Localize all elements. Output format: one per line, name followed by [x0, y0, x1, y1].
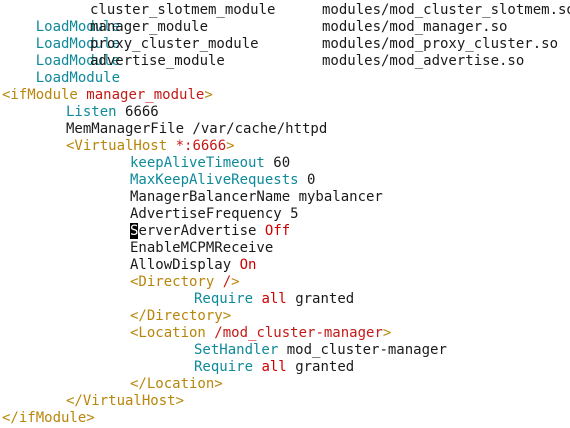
- location-close-tag: </Location>: [130, 376, 223, 392]
- server-advertise-keyword: erverAdvertise: [138, 223, 257, 239]
- load-module-keyword: LoadModule: [35, 19, 121, 35]
- directory-open-tag: <Directory: [130, 274, 215, 290]
- vhost-open-tag: <VirtualHost: [66, 138, 168, 154]
- require-value: granted: [295, 359, 355, 375]
- sethandler-line: SetHandler mod_cluster-manager: [194, 342, 447, 359]
- enable-mcpm-line: EnableMCPMReceive: [130, 240, 273, 257]
- require-keyword: Require: [194, 359, 254, 375]
- require-line: Require all granted: [194, 291, 354, 308]
- advfreq-line: AdvertiseFrequency 5: [130, 206, 299, 223]
- location-arg: /mod_cluster-manager: [214, 325, 383, 341]
- listen-keyword: Listen: [66, 104, 117, 120]
- module-name: proxy_cluster_module: [90, 36, 259, 52]
- ifmodule-bracket: >: [204, 87, 213, 103]
- ifmodule-arg: manager_module: [86, 87, 205, 103]
- ifmodule-close-line: </ifModule>: [2, 410, 95, 427]
- require-all: all: [261, 359, 287, 375]
- maxkeep-value: 0: [307, 172, 316, 188]
- maxkeep-line: MaxKeepAliveRequests 0: [130, 172, 315, 189]
- require-value: granted: [295, 291, 355, 307]
- maxkeep-keyword: MaxKeepAliveRequests: [130, 172, 299, 188]
- load-module-line: LoadModule: [2, 36, 120, 69]
- allow-display-keyword: AllowDisplay: [130, 257, 232, 273]
- balancer-text: ManagerBalancerName mybalancer: [130, 189, 383, 205]
- require-all: all: [261, 291, 287, 307]
- location-close-line: </Location>: [130, 376, 223, 393]
- allow-display-line: AllowDisplay On: [130, 257, 256, 274]
- vhost-arg: *:6666: [175, 138, 227, 154]
- load-module-keyword: LoadModule: [35, 36, 121, 52]
- vhost-close-line: </VirtualHost>: [66, 393, 184, 410]
- module-name: manager_module: [90, 19, 209, 35]
- directory-close-tag: </Directory>: [130, 308, 232, 324]
- load-module-line: LoadModule: [2, 53, 120, 86]
- directory-bracket: >: [231, 274, 240, 290]
- listen-line: Listen 6666: [66, 104, 159, 121]
- directory-arg: /: [222, 274, 232, 290]
- module-path: modules/mod_cluster_slotmem.so: [322, 2, 570, 18]
- keepalive-value: 60: [273, 155, 291, 171]
- listen-value: 6666: [125, 104, 159, 120]
- text-cursor[interactable]: S: [130, 223, 139, 239]
- keepalive-keyword: keepAliveTimeout: [130, 155, 265, 171]
- vhost-bracket: >: [226, 138, 235, 154]
- load-module-keyword: LoadModule: [35, 53, 121, 69]
- location-open-tag: <Location: [130, 325, 206, 341]
- server-advertise-value: Off: [264, 223, 291, 239]
- ifmodule-open-line: <ifModule manager_module>: [2, 87, 213, 104]
- ifmodule-open-tag: <ifModule: [2, 87, 78, 103]
- require-keyword: Require: [194, 291, 254, 307]
- module-name: advertise_module: [90, 53, 225, 69]
- keepalive-line: keepAliveTimeout 60: [130, 155, 290, 172]
- location-open-line: <Location /mod_cluster-manager>: [130, 325, 391, 342]
- load-module-keyword: LoadModule: [35, 70, 121, 86]
- memmanager-line: MemManagerFile /var/cache/httpd: [66, 121, 327, 138]
- load-module-line: LoadModule: [2, 2, 120, 35]
- balancer-line: ManagerBalancerName mybalancer: [130, 189, 383, 206]
- module-path: modules/mod_manager.so: [322, 19, 508, 35]
- module-name: cluster_slotmem_module: [90, 2, 276, 18]
- module-path: modules/mod_advertise.so: [322, 53, 525, 69]
- enable-mcpm-text: EnableMCPMReceive: [130, 240, 274, 256]
- allow-display-value: On: [239, 257, 257, 273]
- directory-close-line: </Directory>: [130, 308, 231, 325]
- load-module-line: LoadModule: [2, 19, 120, 52]
- advfreq-text: AdvertiseFrequency 5: [130, 206, 299, 222]
- sethandler-keyword: SetHandler: [194, 342, 279, 358]
- sethandler-value: mod_cluster-manager: [286, 342, 447, 358]
- memmanager-text: MemManagerFile /var/cache/httpd: [66, 121, 328, 137]
- location-bracket: >: [382, 325, 392, 341]
- vhost-close-tag: </VirtualHost>: [66, 393, 185, 409]
- directory-open-line: <Directory />: [130, 274, 240, 291]
- server-advertise-line: ServerAdvertise Off: [130, 223, 290, 240]
- ifmodule-close-tag: </ifModule>: [2, 410, 95, 426]
- vhost-open-line: <VirtualHost *:6666>: [66, 138, 235, 155]
- require-line: Require all granted: [194, 359, 354, 376]
- module-path: modules/mod_proxy_cluster.so: [322, 36, 559, 52]
